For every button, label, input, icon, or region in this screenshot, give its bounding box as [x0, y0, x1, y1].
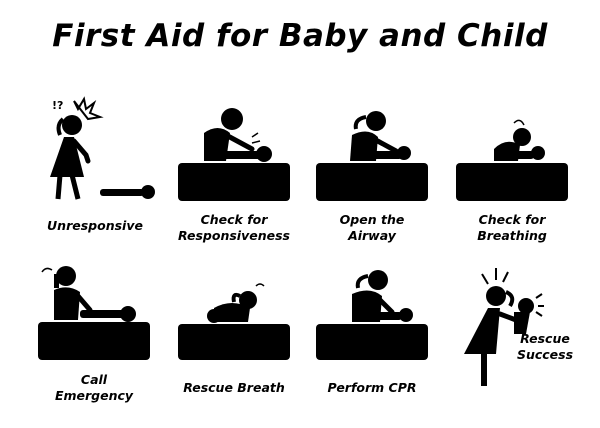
- page-title: First Aid for Baby and Child: [52, 18, 548, 54]
- step-rescue-breath: Rescue Breath: [178, 262, 290, 395]
- rescue-breath-icon: [178, 283, 290, 360]
- exclaim-mark: !?: [52, 99, 63, 112]
- step-unresponsive: !? Unresponsive: [30, 95, 160, 233]
- open-airway-icon: [316, 111, 428, 201]
- step-label: Unresponsive: [47, 218, 143, 233]
- check-breathing-icon: [456, 119, 568, 201]
- step-label: Rescue Breath: [183, 380, 285, 395]
- rescue-success-icon: [464, 268, 544, 386]
- step-label: Perform CPR: [327, 380, 417, 395]
- unresponsive-icon: !?: [50, 96, 155, 200]
- check-responsiveness-icon: [178, 108, 290, 201]
- step-perform-cpr: Perform CPR: [316, 262, 428, 395]
- call-emergency-icon: [38, 266, 150, 360]
- perform-cpr-icon: [316, 270, 428, 360]
